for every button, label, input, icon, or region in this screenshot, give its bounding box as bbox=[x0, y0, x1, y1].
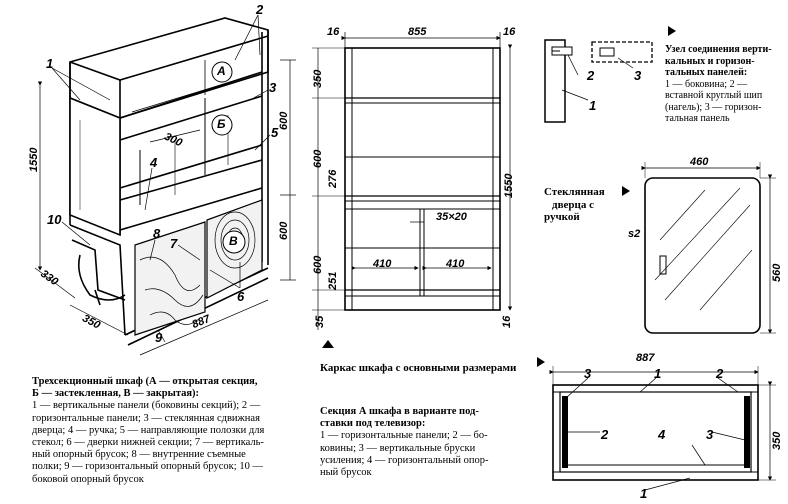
dim-1550: 1550 bbox=[28, 147, 40, 172]
dim-251: 251 bbox=[327, 271, 339, 290]
dim-887-stand: 887 bbox=[636, 352, 655, 364]
dim-560: 560 bbox=[771, 263, 783, 282]
figure3-caption-line: кальных и горизон- bbox=[665, 55, 755, 67]
figure4-caption-line: дверца с bbox=[552, 198, 594, 211]
joint-callout-1: 1 bbox=[589, 98, 597, 113]
stand-callout-1-top: 1 bbox=[654, 366, 662, 381]
figure3-caption-line: Узел соединения верти- bbox=[665, 44, 772, 55]
figure5-caption-line: усиления; 4 — горизонтальный опор- bbox=[320, 454, 489, 466]
section-label-b: Б bbox=[217, 117, 226, 131]
figure3-caption-line: тальная панель bbox=[665, 113, 730, 124]
arrow-marker-icon bbox=[322, 340, 334, 348]
figure1-caption-line: дверца; 4 — ручка; 5 — направляющие поло… bbox=[32, 424, 265, 436]
figure5-caption-line: 1 — горизонтальные панели; 2 — бо- bbox=[320, 430, 488, 442]
callout-9: 9 bbox=[155, 330, 163, 345]
callout-6: 6 bbox=[237, 289, 245, 304]
frame-elevation bbox=[312, 32, 513, 330]
figure4-caption-line: Стеклянная bbox=[544, 186, 605, 198]
joint-callout-2: 2 bbox=[587, 68, 595, 83]
arrow-marker-icon bbox=[668, 26, 676, 36]
stand-callout-4: 4 bbox=[658, 427, 666, 442]
dim-600b-frame: 600 bbox=[312, 255, 324, 274]
dim-350-frame: 350 bbox=[312, 69, 324, 88]
joint-detail bbox=[544, 39, 653, 123]
callout-1: 1 bbox=[46, 56, 54, 71]
figure3-caption: Узел соединения верти- кальных и горизон… bbox=[665, 44, 788, 125]
dim-16-frame: 16 bbox=[501, 315, 513, 328]
figure1-caption-line: горизонтальные панели; 3 — стеклянная сд… bbox=[32, 412, 260, 424]
dim-35x20: 35×20 bbox=[436, 211, 467, 223]
figure1-caption-line: стекол; 6 — дверки нижней секции; 7 — ве… bbox=[32, 437, 264, 449]
stand-callout-2-left: 2 bbox=[601, 427, 609, 442]
figure1-caption-line: полки; 9 — горизонтальный опорный брусок… bbox=[32, 461, 263, 473]
dim-460: 460 bbox=[690, 156, 709, 168]
figure4-caption-line: ручкой bbox=[544, 211, 580, 223]
callout-4: 4 bbox=[150, 155, 158, 170]
callout-7: 7 bbox=[170, 236, 178, 251]
figure1-caption-line: боковой опорный брусок bbox=[32, 473, 144, 485]
figure1-caption-line: 1 — вертикальные панели (боковины секций… bbox=[32, 400, 261, 412]
figure4-caption: Стеклянная дверца с ручкой bbox=[544, 186, 624, 224]
callout-5: 5 bbox=[271, 125, 279, 140]
figure1-caption: Трехсекционный шкаф (А — открытая секция… bbox=[32, 376, 302, 486]
callout-10: 10 bbox=[47, 212, 62, 227]
stand-callout-3-right: 3 bbox=[706, 427, 714, 442]
dim-upper-600: 600 bbox=[278, 111, 290, 130]
stand-callout-1-bottom: 1 bbox=[640, 486, 648, 501]
joint-callout-3: 3 bbox=[634, 68, 642, 83]
dim-600-frame: 600 bbox=[312, 149, 324, 168]
figure5-caption: Секция А шкафа в варианте под- ставки по… bbox=[320, 406, 535, 479]
glass-door bbox=[641, 162, 776, 334]
figure5-caption-title: Секция А шкафа в варианте под- bbox=[320, 406, 479, 417]
dim-350-stand: 350 bbox=[771, 431, 783, 450]
callout-2: 2 bbox=[256, 2, 264, 17]
figure3-caption-line: 1 — боковина; 2 — bbox=[665, 78, 748, 90]
callout-3: 3 bbox=[269, 80, 277, 95]
dim-410-right: 410 bbox=[446, 258, 465, 270]
figure3-caption-line: вставной круглый шип bbox=[665, 90, 763, 101]
figure1-caption-line: Б — застекленная, В — закрытая): bbox=[32, 388, 200, 400]
dim-35: 35 bbox=[314, 315, 326, 328]
figure5-caption-line: ковины; 3 — вертикальные бруски bbox=[320, 442, 476, 454]
dim-s2: s2 bbox=[628, 228, 641, 240]
cabinet-isometric bbox=[34, 14, 296, 356]
figure1-caption-title: Трехсекционный шкаф (А — открытая секция… bbox=[32, 376, 258, 387]
figure3-caption-line: (нагель); 3 — горизон- bbox=[665, 101, 762, 113]
figure3-caption-line: тальных панелей: bbox=[665, 67, 748, 78]
figure1-caption-line: ный опорный брусок; 8 — внутренние съемн… bbox=[32, 449, 246, 461]
figure5-caption-line: ный брусок bbox=[320, 467, 372, 479]
arrow-marker-icon bbox=[622, 186, 630, 196]
arrow-marker-icon bbox=[537, 357, 545, 367]
callout-8: 8 bbox=[153, 226, 161, 241]
stand-callout-3-left: 3 bbox=[584, 366, 592, 381]
dim-276: 276 bbox=[327, 169, 339, 188]
dim-1550-frame: 1550 bbox=[503, 173, 515, 198]
dim-410-left: 410 bbox=[373, 258, 392, 270]
tv-stand-section bbox=[549, 366, 776, 491]
stand-callout-2-right: 2 bbox=[716, 366, 724, 381]
dim-855: 855 bbox=[408, 26, 427, 38]
dim-lower-600: 600 bbox=[278, 221, 290, 240]
figure2-caption: Каркас шкафа с основными размерами bbox=[320, 362, 517, 374]
figure5-caption-title: ставки под телевизор: bbox=[320, 418, 426, 430]
dim-16-right: 16 bbox=[503, 26, 516, 38]
section-label-a: А bbox=[217, 64, 226, 78]
dim-16-left: 16 bbox=[327, 26, 340, 38]
section-label-v: В bbox=[229, 234, 238, 248]
